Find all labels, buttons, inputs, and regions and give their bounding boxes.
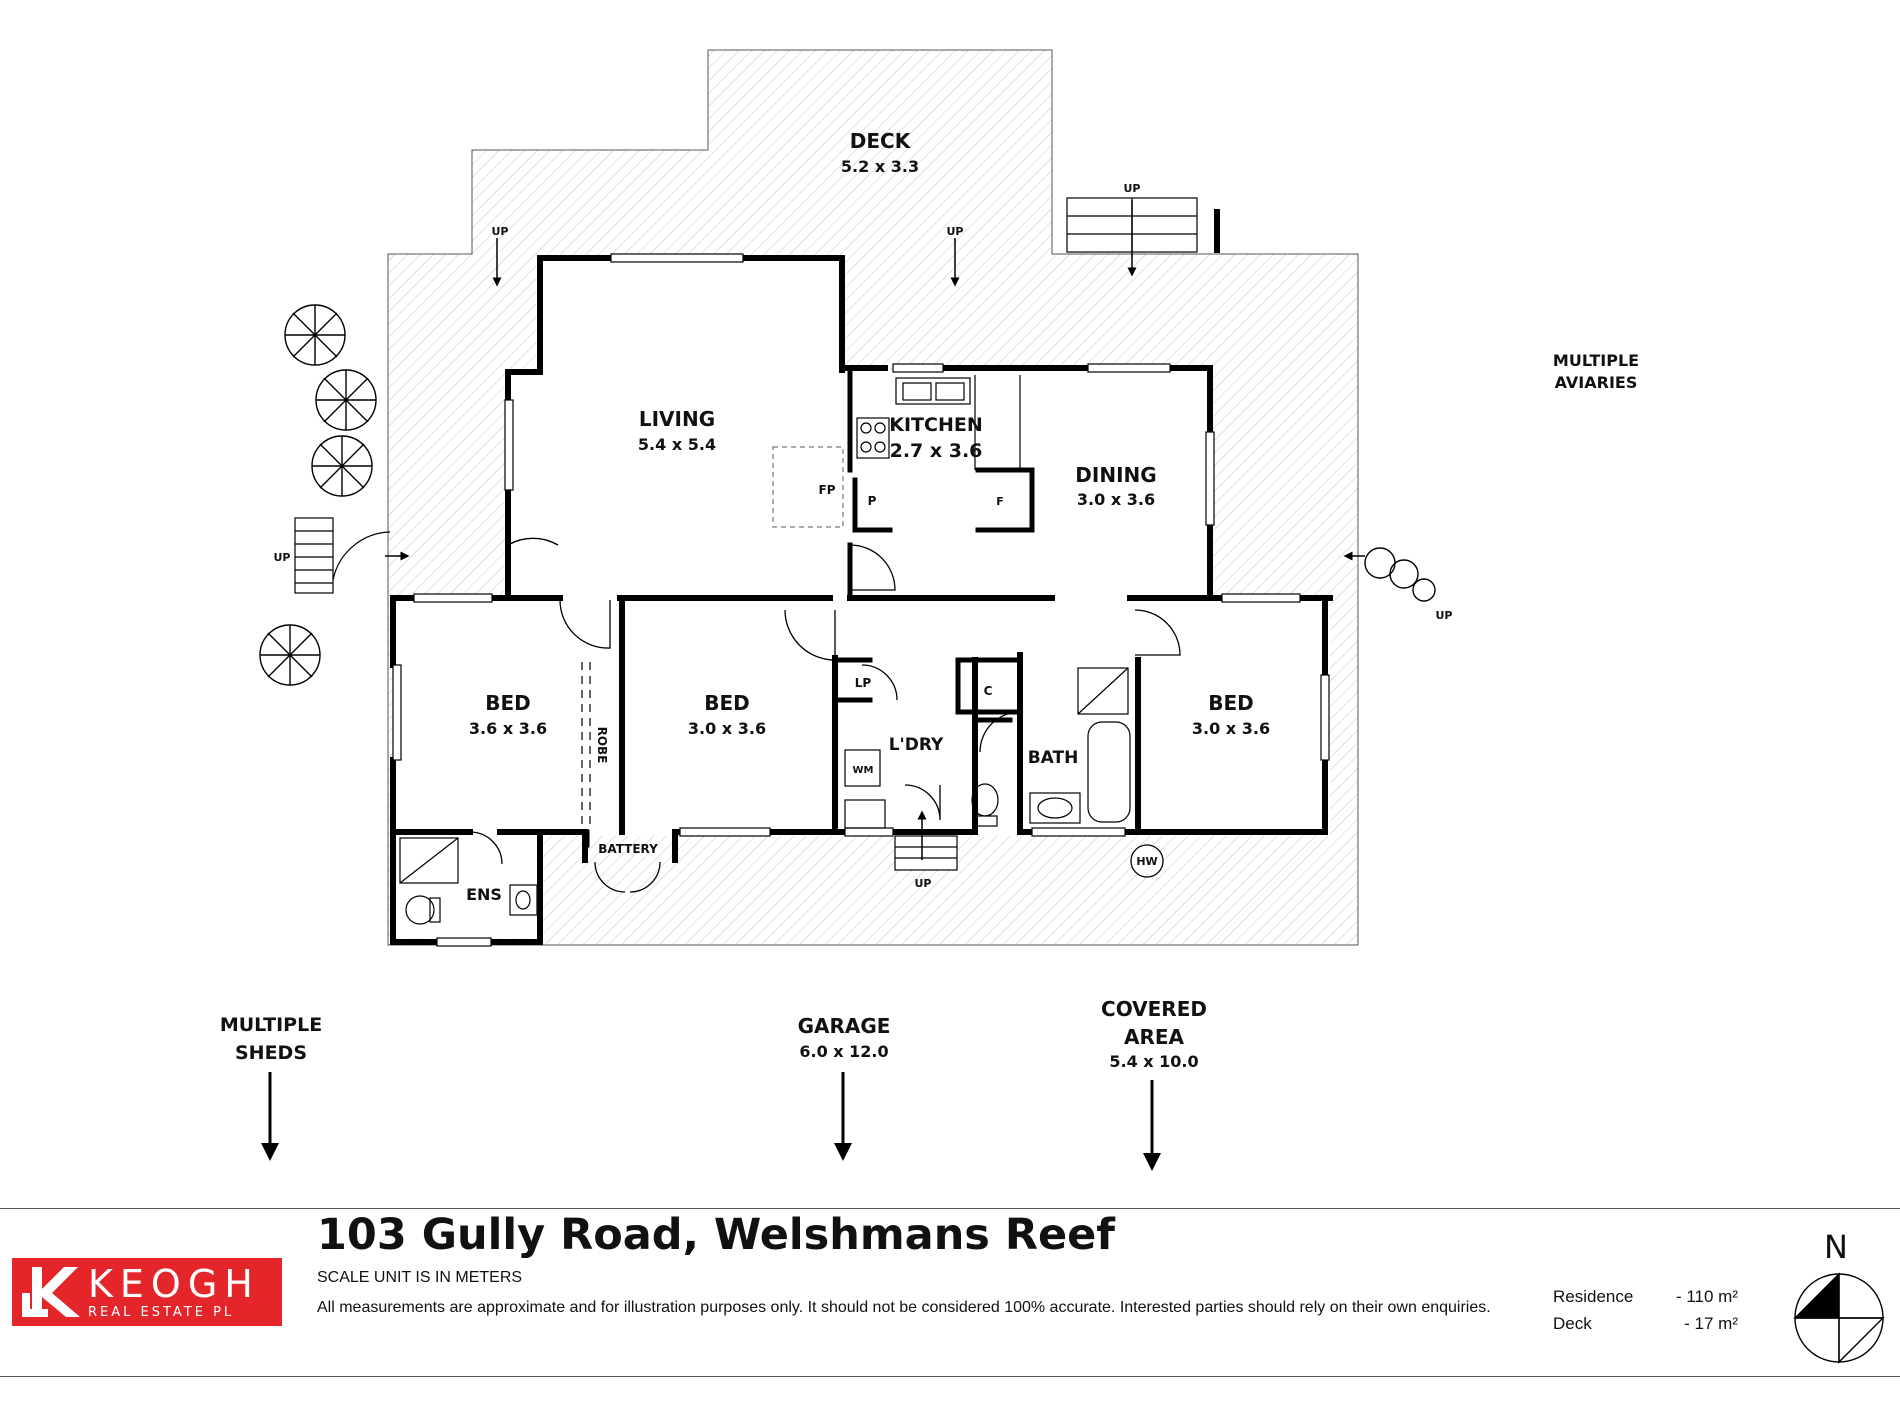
ens-shower-icon — [399, 837, 459, 884]
aviaries-line2: AVIARIES — [1555, 373, 1638, 392]
arrows — [261, 200, 1365, 1171]
footer-bottom-rule — [0, 1376, 1900, 1377]
bath-name: BATH — [1028, 748, 1079, 768]
aviaries-line1: MULTIPLE — [1553, 351, 1639, 370]
fixtures — [399, 375, 1131, 925]
ensuite-name: ENS — [466, 885, 502, 904]
covered-line1: COVERED — [1101, 997, 1207, 1021]
area-value: - 110 m² — [1675, 1287, 1738, 1306]
footer-top-rule — [0, 1208, 1900, 1209]
laundry-name: L'DRY — [889, 735, 944, 755]
area-label: Deck — [1553, 1314, 1592, 1333]
bed2-name: BED — [704, 691, 750, 715]
living-size: 5.4 x 5.4 — [638, 435, 716, 454]
tree-icon — [284, 304, 346, 366]
logo-name: KEOGH — [88, 1262, 260, 1306]
up-label: UP — [1436, 609, 1453, 622]
up-label: UP — [915, 877, 932, 890]
sink-icon — [895, 377, 971, 405]
garage-name: GARAGE — [798, 1014, 891, 1038]
shower-icon — [1077, 667, 1129, 715]
walls — [390, 209, 1333, 945]
robe-name: ROBE — [595, 727, 609, 764]
dining-name: DINING — [1075, 463, 1156, 487]
bed3-name: BED — [1208, 691, 1254, 715]
logo-mark-icon — [18, 1263, 88, 1321]
bed1-name: BED — [485, 691, 531, 715]
covered-line2: AREA — [1124, 1025, 1185, 1049]
interior — [393, 260, 1330, 938]
dining-size: 3.0 x 3.6 — [1077, 490, 1155, 509]
brand-logo: KEOGH REAL ESTATE PL — [12, 1258, 282, 1326]
up-label: UP — [947, 225, 964, 238]
bed1-size: 3.6 x 3.6 — [469, 719, 547, 738]
pantry-label: P — [868, 494, 877, 508]
trees — [259, 304, 1436, 686]
area-row: Residence - 110 m² — [1553, 1283, 1738, 1310]
linen-label: LP — [855, 676, 872, 690]
kitchen-name: KITCHEN — [889, 414, 982, 436]
windows — [392, 253, 1330, 947]
property-address: 103 Gully Road, Welshmans Reef — [317, 1210, 1116, 1260]
fridge-label: F — [996, 495, 1004, 508]
basin-icon — [1029, 792, 1081, 824]
hot-water-icon — [1130, 844, 1164, 878]
bed2-size: 3.0 x 3.6 — [688, 719, 766, 738]
bed3-size: 3.0 x 3.6 — [1192, 719, 1270, 738]
deck-name: DECK — [850, 129, 912, 153]
deck-size: 5.2 x 3.3 — [841, 157, 919, 176]
living-name: LIVING — [639, 407, 715, 431]
logo-subtitle: REAL ESTATE PL — [88, 1305, 235, 1320]
washer-icon — [844, 749, 881, 787]
up-label: UP — [492, 225, 509, 238]
area-row: Deck - 17 m² — [1553, 1310, 1738, 1337]
kitchen-size: 2.7 x 3.6 — [890, 440, 983, 462]
disclaimer: All measurements are approximate and for… — [317, 1299, 1491, 1316]
cooktop-icon — [856, 417, 890, 459]
area-summary: Residence - 110 m² Deck - 17 m² — [1553, 1283, 1738, 1337]
tree-icon — [311, 435, 373, 497]
battery-name: BATTERY — [598, 842, 658, 856]
compass-icon — [1793, 1272, 1885, 1364]
tree-icon — [315, 369, 377, 431]
ens-toilet-icon — [405, 895, 435, 925]
up-label: UP — [274, 551, 291, 564]
washer-label: WM — [853, 765, 874, 776]
fireplace-label: FP — [819, 483, 836, 497]
bath-icon — [1087, 721, 1131, 823]
up-label: UP — [1124, 182, 1141, 195]
cupboard-label: C — [984, 684, 993, 698]
door-swings — [469, 537, 1181, 893]
garage-size: 6.0 x 12.0 — [799, 1042, 888, 1061]
area-value: - 17 m² — [1684, 1314, 1738, 1333]
compass-north-label: N — [1824, 1228, 1848, 1266]
sheds-line1: MULTIPLE — [220, 1014, 322, 1036]
scale-note: SCALE UNIT IS IN METERS — [317, 1269, 523, 1286]
area-label: Residence — [1553, 1287, 1634, 1306]
sheds-line2: SHEDS — [235, 1042, 307, 1064]
covered-size: 5.4 x 10.0 — [1109, 1052, 1198, 1071]
hot-water-label: HW — [1136, 855, 1157, 868]
tree-icon — [259, 624, 321, 686]
